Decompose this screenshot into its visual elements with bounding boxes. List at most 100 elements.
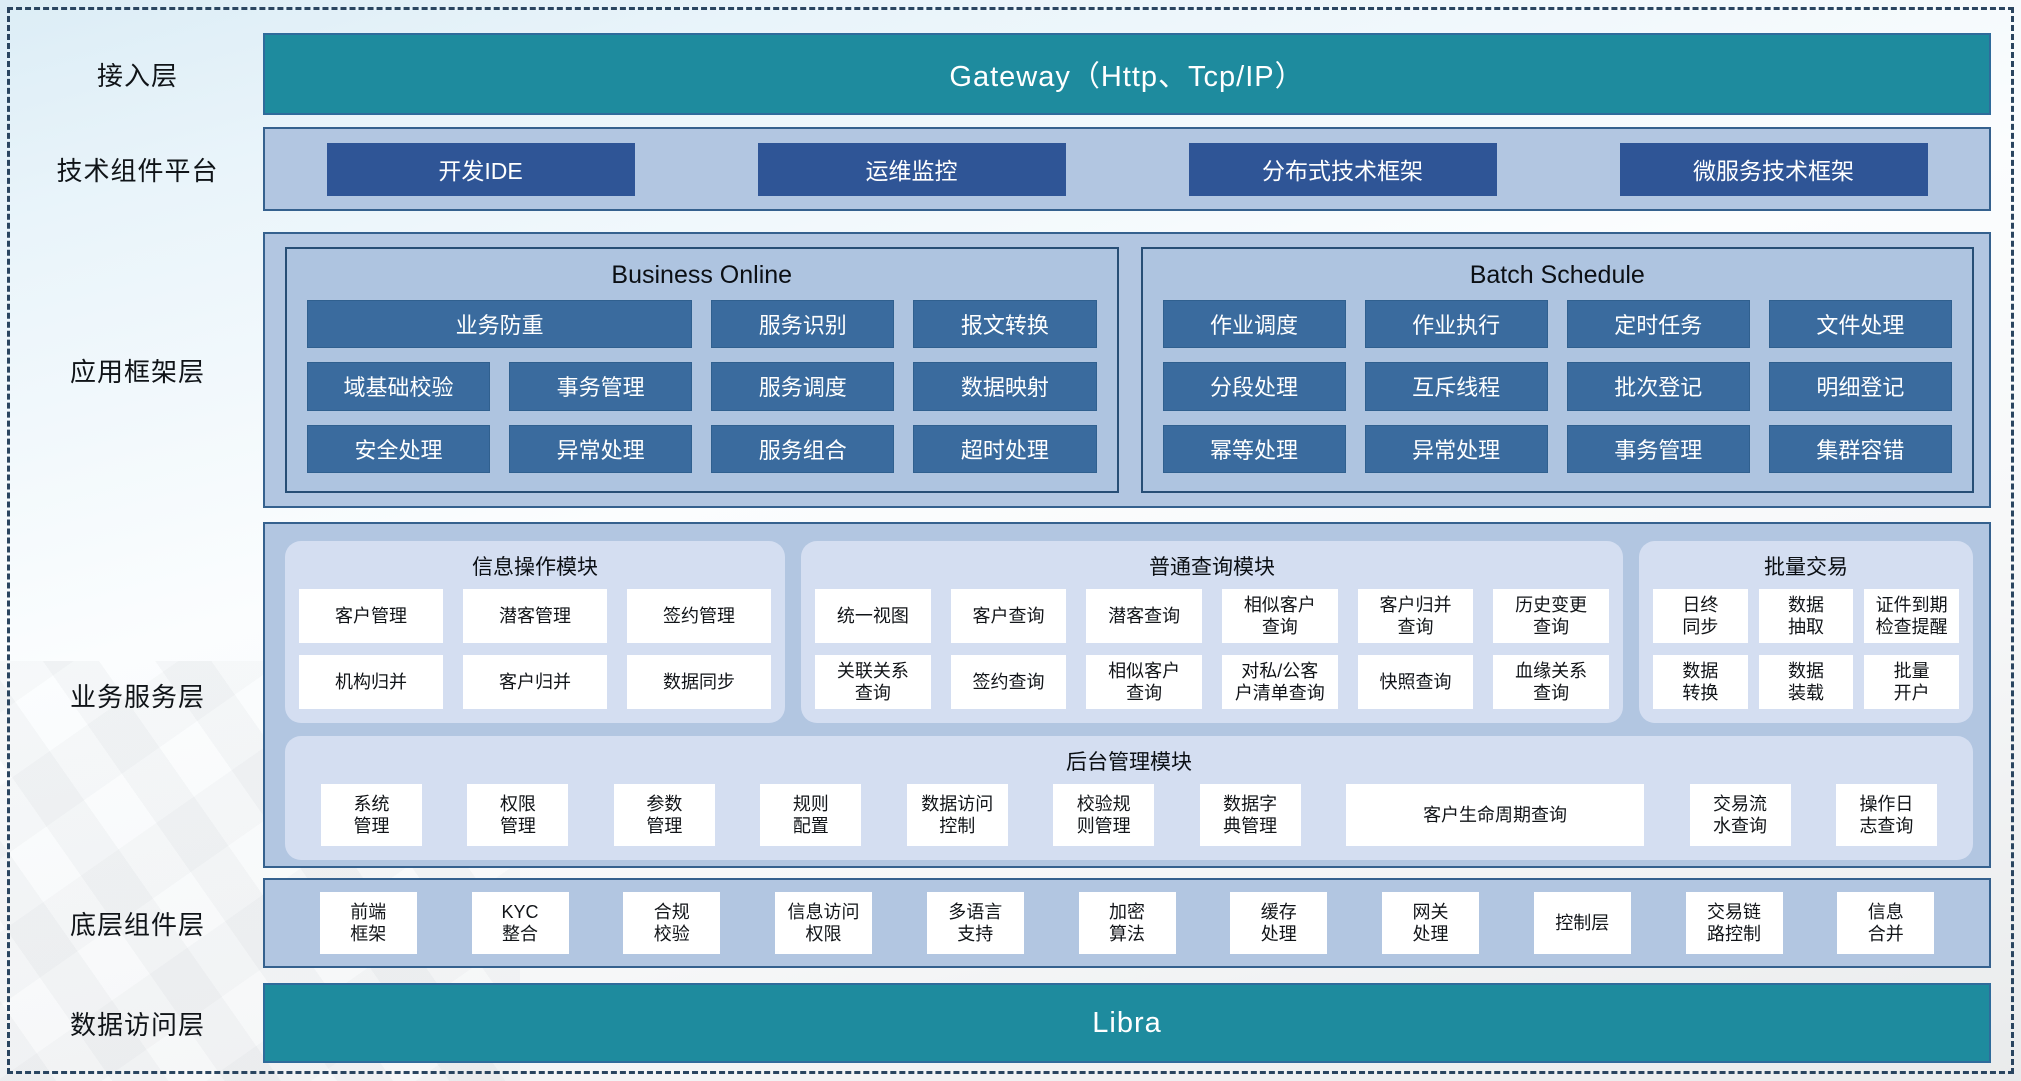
framework-item: 事务管理 <box>1566 424 1750 473</box>
tech-button: 微服务技术框架 <box>1619 142 1928 196</box>
service-cell: 对私/公客 户清单查询 <box>1221 655 1338 709</box>
gateway-bar: Gateway（Http、Tcp/IP） <box>263 33 1991 115</box>
service-cell: 系统 管理 <box>321 784 422 846</box>
service-cell: 关联关系 查询 <box>815 655 931 709</box>
service-cell: 机构归并 <box>299 655 443 709</box>
service-cell: 客户管理 <box>299 589 443 643</box>
tech-button: 分布式技术框架 <box>1188 142 1497 196</box>
service-cell: 日终 同步 <box>1653 589 1748 643</box>
framework-item: 文件处理 <box>1768 300 1952 349</box>
service-cell: 潜客管理 <box>463 589 607 643</box>
service-cell: 签约管理 <box>627 589 771 643</box>
layer-label-data-access: 数据访问层 <box>69 1009 205 1040</box>
service-cell: 数据 装载 <box>1758 655 1854 709</box>
service-cell: 客户查询 <box>950 589 1067 643</box>
tech-button: 开发IDE <box>326 142 635 196</box>
component-cell: 多语言 支持 <box>926 892 1024 954</box>
layer-label-app-framework: 应用框架层 <box>69 356 205 387</box>
common-query-grid: 统一视图 客户查询 潜客查询 相似客户 查询 客户归并 查询 历史变更 查询 关… <box>815 589 1609 709</box>
business-service-container: 信息操作模块 客户管理 潜客管理 签约管理 机构归并 客户归并 数据同步 <box>263 522 1991 868</box>
component-cell: 缓存 处理 <box>1230 892 1328 954</box>
service-cell: 数据 转换 <box>1653 655 1748 709</box>
component-cell: 合规 校验 <box>623 892 721 954</box>
component-cell: 前端 框架 <box>319 892 417 954</box>
backend-admin-grid: 系统 管理 权限 管理 参数 管理 规则 配置 数据访问 控制 校验规 则管理 … <box>299 784 1959 846</box>
service-cell: 数据 抽取 <box>1758 589 1854 643</box>
service-cell: 规则 配置 <box>760 784 862 846</box>
framework-item: 分段处理 <box>1162 362 1346 411</box>
business-online-group: Business Online 业务防重 服务识别 报文转换 域基础校验 事务管… <box>285 247 1119 493</box>
component-cell: 控制层 <box>1533 892 1631 954</box>
service-cell: 潜客查询 <box>1086 589 1202 643</box>
business-service-modules: 信息操作模块 客户管理 潜客管理 签约管理 机构归并 客户归并 数据同步 <box>285 541 1973 723</box>
tech-platform-container: 开发IDE 运维监控 分布式技术框架 微服务技术框架 <box>263 127 1991 211</box>
tech-button: 运维监控 <box>757 142 1066 196</box>
layer-row-business-service: 业务服务层 信息操作模块 客户管理 潜客管理 签约管理 机构归并 客户归并 <box>12 522 2009 868</box>
framework-item: 事务管理 <box>509 362 693 411</box>
framework-item: 明细登记 <box>1768 362 1952 411</box>
framework-item: 定时任务 <box>1566 300 1750 349</box>
layer-label-tech: 技术组件平台 <box>56 155 219 186</box>
component-cell: 网关 处理 <box>1382 892 1479 954</box>
batch-trade-title: 批量交易 <box>1764 556 1848 579</box>
layer-row-tech: 技术组件平台 开发IDE 运维监控 分布式技术框架 微服务技术框架 <box>12 127 2009 211</box>
batch-schedule-grid: 作业调度 作业执行 定时任务 文件处理 分段处理 互斥线程 批次登记 明细登记 … <box>1162 300 1952 473</box>
layer-label-base-components: 底层组件层 <box>69 909 205 940</box>
component-cell: 加密 算法 <box>1078 892 1176 954</box>
business-online-grid: 业务防重 服务识别 报文转换 域基础校验 事务管理 服务调度 数据映射 安全处理… <box>307 300 1097 473</box>
framework-item: 作业执行 <box>1364 300 1548 349</box>
service-cell: 客户归并 <box>463 655 607 709</box>
component-cell: 信息 合并 <box>1837 892 1935 954</box>
framework-item: 集群容错 <box>1768 424 1952 473</box>
service-cell: 校验规 则管理 <box>1053 784 1155 846</box>
service-cell: 证件到期 检查提醒 <box>1864 589 1959 643</box>
service-cell: 参数 管理 <box>613 784 715 846</box>
layer-label-access: 接入层 <box>96 60 178 91</box>
batch-trade-module: 批量交易 日终 同步 数据 抽取 证件到期 检查提醒 数据 转换 数据 装载 批… <box>1639 541 1973 723</box>
service-cell: 相似客户 查询 <box>1221 589 1338 643</box>
backend-admin-title: 后台管理模块 <box>1066 751 1192 774</box>
component-cell: 交易链 路控制 <box>1685 892 1783 954</box>
framework-item: 域基础校验 <box>307 362 491 411</box>
framework-item: 服务识别 <box>711 300 895 349</box>
service-cell: 操作日 志查询 <box>1835 784 1937 846</box>
framework-item: 幂等处理 <box>1162 424 1346 473</box>
base-components-container: 前端 框架 KYC 整合 合规 校验 信息访问 权限 多语言 支持 加密 算法 … <box>263 878 1991 968</box>
layer-stack: 接入层 Gateway（Http、Tcp/IP） 技术组件平台 开发IDE 运维… <box>12 12 2009 1069</box>
info-operation-module: 信息操作模块 客户管理 潜客管理 签约管理 机构归并 客户归并 数据同步 <box>285 541 785 723</box>
service-cell: 历史变更 查询 <box>1493 589 1609 643</box>
batch-trade-grid: 日终 同步 数据 抽取 证件到期 检查提醒 数据 转换 数据 装载 批量 开户 <box>1653 589 1959 709</box>
service-cell: 相似客户 查询 <box>1086 655 1202 709</box>
service-cell: 快照查询 <box>1357 655 1474 709</box>
layer-row-access: 接入层 Gateway（Http、Tcp/IP） <box>12 33 2009 115</box>
framework-item: 数据映射 <box>913 362 1097 411</box>
service-cell: 数据访问 控制 <box>906 784 1008 846</box>
framework-item: 安全处理 <box>307 424 491 473</box>
framework-item: 服务调度 <box>711 362 895 411</box>
layer-row-app-framework: 应用框架层 Business Online 业务防重 服务识别 报文转换 域基础… <box>12 232 2009 508</box>
info-operation-grid: 客户管理 潜客管理 签约管理 机构归并 客户归并 数据同步 <box>299 589 771 709</box>
layer-row-data-access: 数据访问层 Libra <box>12 983 2009 1063</box>
info-operation-title: 信息操作模块 <box>472 556 598 579</box>
framework-item: 异常处理 <box>1364 424 1548 473</box>
service-cell: 权限 管理 <box>467 784 569 846</box>
libra-bar: Libra <box>263 983 1991 1063</box>
framework-item: 业务防重 <box>307 300 693 349</box>
layer-label-business-service: 业务服务层 <box>69 681 205 712</box>
service-cell: 客户归并 查询 <box>1357 589 1474 643</box>
framework-item: 作业调度 <box>1162 300 1346 349</box>
framework-item: 批次登记 <box>1566 362 1750 411</box>
service-cell: 批量 开户 <box>1864 655 1959 709</box>
framework-item: 报文转换 <box>913 300 1097 349</box>
app-framework-container: Business Online 业务防重 服务识别 报文转换 域基础校验 事务管… <box>263 232 1991 508</box>
component-cell: KYC 整合 <box>471 892 569 954</box>
framework-item: 互斥线程 <box>1364 362 1548 411</box>
service-cell: 统一视图 <box>815 589 931 643</box>
framework-item: 异常处理 <box>509 424 693 473</box>
batch-schedule-group: Batch Schedule 作业调度 作业执行 定时任务 文件处理 分段处理 … <box>1140 247 1974 493</box>
service-cell: 交易流 水查询 <box>1689 784 1791 846</box>
service-cell: 数据同步 <box>627 655 771 709</box>
business-online-title: Business Online <box>611 261 793 289</box>
common-query-title: 普通查询模块 <box>1149 556 1275 579</box>
